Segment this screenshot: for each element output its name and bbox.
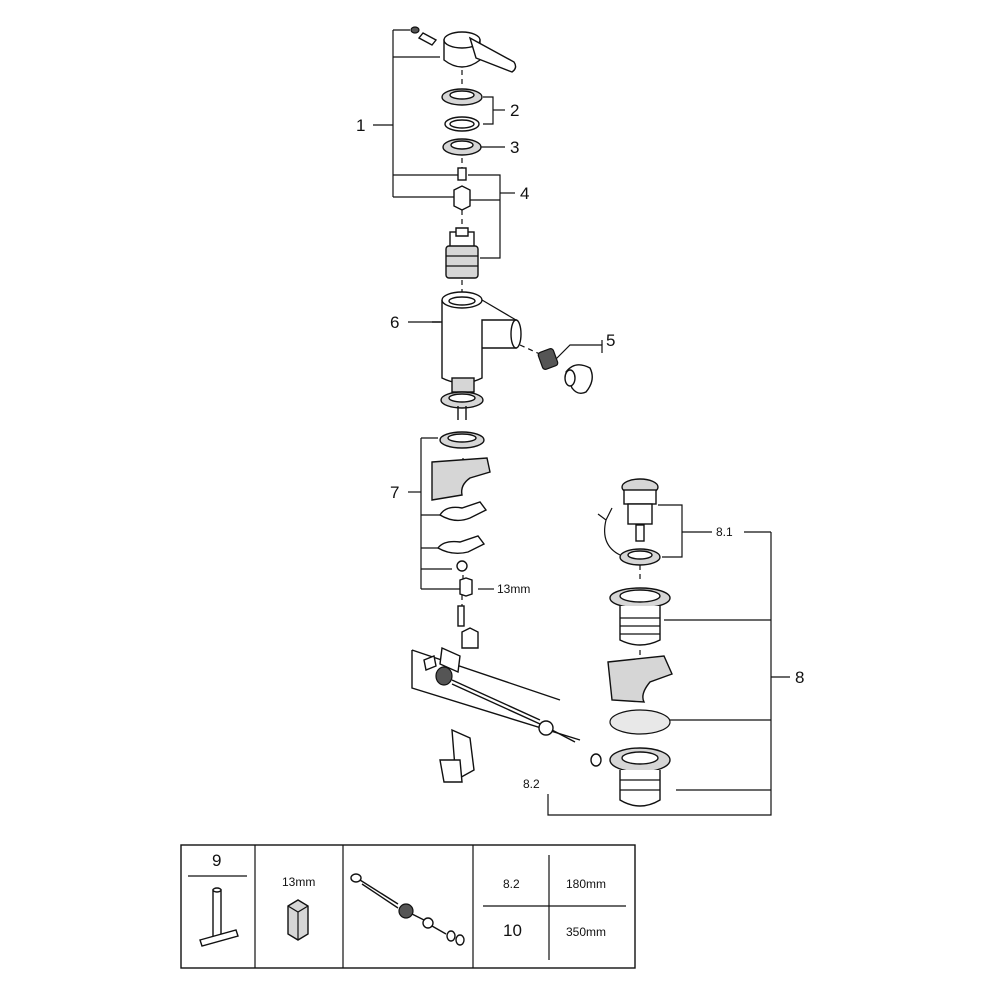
length-row-1-value: 350mm xyxy=(566,925,606,939)
socket-icon xyxy=(287,899,309,941)
callout-2: 2 xyxy=(510,101,519,120)
spray-nozzle-5 xyxy=(537,348,593,395)
length-row-0-value: 180mm xyxy=(566,877,606,891)
callout-13mm: 13mm xyxy=(497,582,530,596)
callout-7: 7 xyxy=(390,483,399,502)
special-tool-icon xyxy=(199,887,239,947)
callout-5: 5 xyxy=(606,331,615,350)
drain-body-8 xyxy=(607,587,673,807)
parts xyxy=(410,26,673,807)
wrench-size-label: 13mm xyxy=(282,875,315,889)
callout-3: 3 xyxy=(510,138,519,157)
tools-table: 9 13mm 8.2 180mm 10 xyxy=(180,844,636,969)
grub-screw xyxy=(410,26,438,46)
length-row-0-label: 8.2 xyxy=(503,877,520,891)
faucet-body-6 xyxy=(432,291,522,393)
callout-4: 4 xyxy=(520,184,529,203)
callout-6: 6 xyxy=(390,313,399,332)
tool-number-9: 9 xyxy=(212,851,221,870)
mounting-kit-7 xyxy=(431,391,491,597)
callout-8-1: 8.1 xyxy=(716,525,733,539)
length-row-1-label: 10 xyxy=(503,921,522,940)
callout-labels: 1 2 3 4 5 6 7 13mm 8.1 8 8.2 xyxy=(356,101,804,791)
trim-ring-2 xyxy=(441,88,483,132)
popup-plug-8-1 xyxy=(597,478,661,566)
pull-rod-assembly xyxy=(411,605,602,783)
pull-rod-icon xyxy=(350,873,465,946)
callout-1: 1 xyxy=(356,116,365,135)
callout-leaders xyxy=(373,29,790,816)
trim-ring-3 xyxy=(442,138,482,156)
callout-8-2: 8.2 xyxy=(523,777,540,791)
cartridge-4 xyxy=(445,167,479,279)
callout-8: 8 xyxy=(795,668,804,687)
lever-handle xyxy=(443,31,517,73)
